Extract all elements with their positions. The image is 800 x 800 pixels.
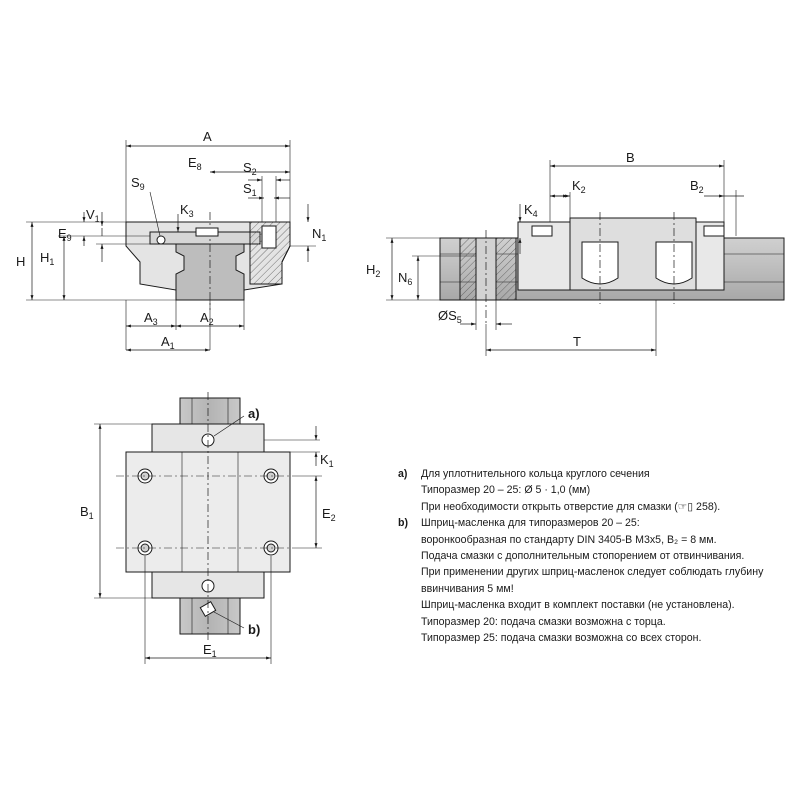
dim-E1: E1: [203, 642, 217, 659]
top-view: [94, 392, 322, 664]
dim-A2: A2: [200, 310, 214, 327]
dim-V1: V1: [86, 207, 100, 224]
note-line: воронкообразная по стандарту DIN 3405-B …: [398, 532, 794, 548]
dim-S5: ØS5: [438, 308, 462, 325]
dim-K4: K4: [524, 202, 538, 219]
note-line: Типоразмер 20: подача смазки возможна с …: [398, 614, 794, 630]
note-text: Шприц-масленка для типоразмеров 20 – 25:: [421, 517, 640, 530]
dim-N1: N1: [312, 226, 326, 243]
note-text: Типоразмер 20: подача смазки возможна с …: [421, 615, 666, 628]
note-line: a) Для уплотнительного кольца круглого се…: [398, 466, 794, 482]
dim-K2: K2: [572, 178, 586, 195]
dim-E9: E9: [58, 226, 72, 243]
note-text: Шприц-масленка входит в комплект поставк…: [421, 599, 735, 612]
dim-H2: H2: [366, 262, 380, 279]
callout-b: b): [248, 622, 260, 637]
dim-S9: S9: [131, 175, 145, 192]
note-tag: b): [398, 517, 408, 530]
note-text: воронкообразная по стандарту DIN 3405-B …: [421, 533, 717, 546]
dim-T: T: [573, 334, 581, 349]
dim-S1: S1: [243, 181, 257, 198]
note-line: При необходимости открыть отверстие для …: [398, 499, 794, 515]
dim-E8: E8: [188, 155, 202, 172]
dim-A3: A3: [144, 310, 158, 327]
note-text: При необходимости открыть отверстие для …: [421, 500, 721, 513]
dim-E2: E2: [322, 506, 336, 523]
note-text: Типоразмер 25: подача смазки возможна со…: [421, 632, 702, 645]
note-text: ввинчивания 5 мм!: [421, 582, 514, 595]
dim-K3: K3: [180, 202, 194, 219]
note-line: Типоразмер 20 – 25: Ø 5 · 1,0 (мм): [398, 482, 794, 498]
side-view: [386, 160, 785, 356]
note-text: Для уплотнительного кольца круглого сече…: [421, 468, 650, 480]
front-view: [26, 140, 316, 352]
dim-S2: S2: [243, 160, 257, 177]
note-line: ввинчивания 5 мм!: [398, 581, 794, 597]
note-line: Подача смазки с дополнительным стопорени…: [398, 548, 794, 564]
dim-B2: B2: [690, 178, 704, 195]
note-text: Типоразмер 20 – 25: Ø 5 · 1,0 (мм): [421, 484, 591, 497]
note-text: Подача смазки с дополнительным стопорени…: [421, 550, 745, 563]
dim-B1: B1: [80, 504, 94, 521]
note-line: b) Шприц-масленка для типоразмеров 20 – 2…: [398, 515, 794, 531]
dim-B: B: [626, 150, 635, 165]
callout-a: a): [248, 406, 260, 421]
dim-N6: N6: [398, 270, 412, 287]
note-line: Типоразмер 25: подача смазки возможна со…: [398, 630, 794, 646]
note-text: При применении других шприц-масленок сле…: [421, 566, 764, 579]
dim-H: H: [16, 254, 25, 269]
note-line: Шприц-масленка входит в комплект поставк…: [398, 597, 794, 613]
dim-H1: H1: [40, 250, 54, 267]
dim-K1: K1: [320, 452, 334, 469]
dim-A: A: [203, 129, 212, 144]
notes-block: a) Для уплотнительного кольца круглого се…: [398, 466, 794, 646]
dim-A1: A1: [161, 334, 175, 351]
note-line: При применении других шприц-масленок сле…: [398, 564, 794, 580]
note-tag: a): [398, 468, 408, 480]
